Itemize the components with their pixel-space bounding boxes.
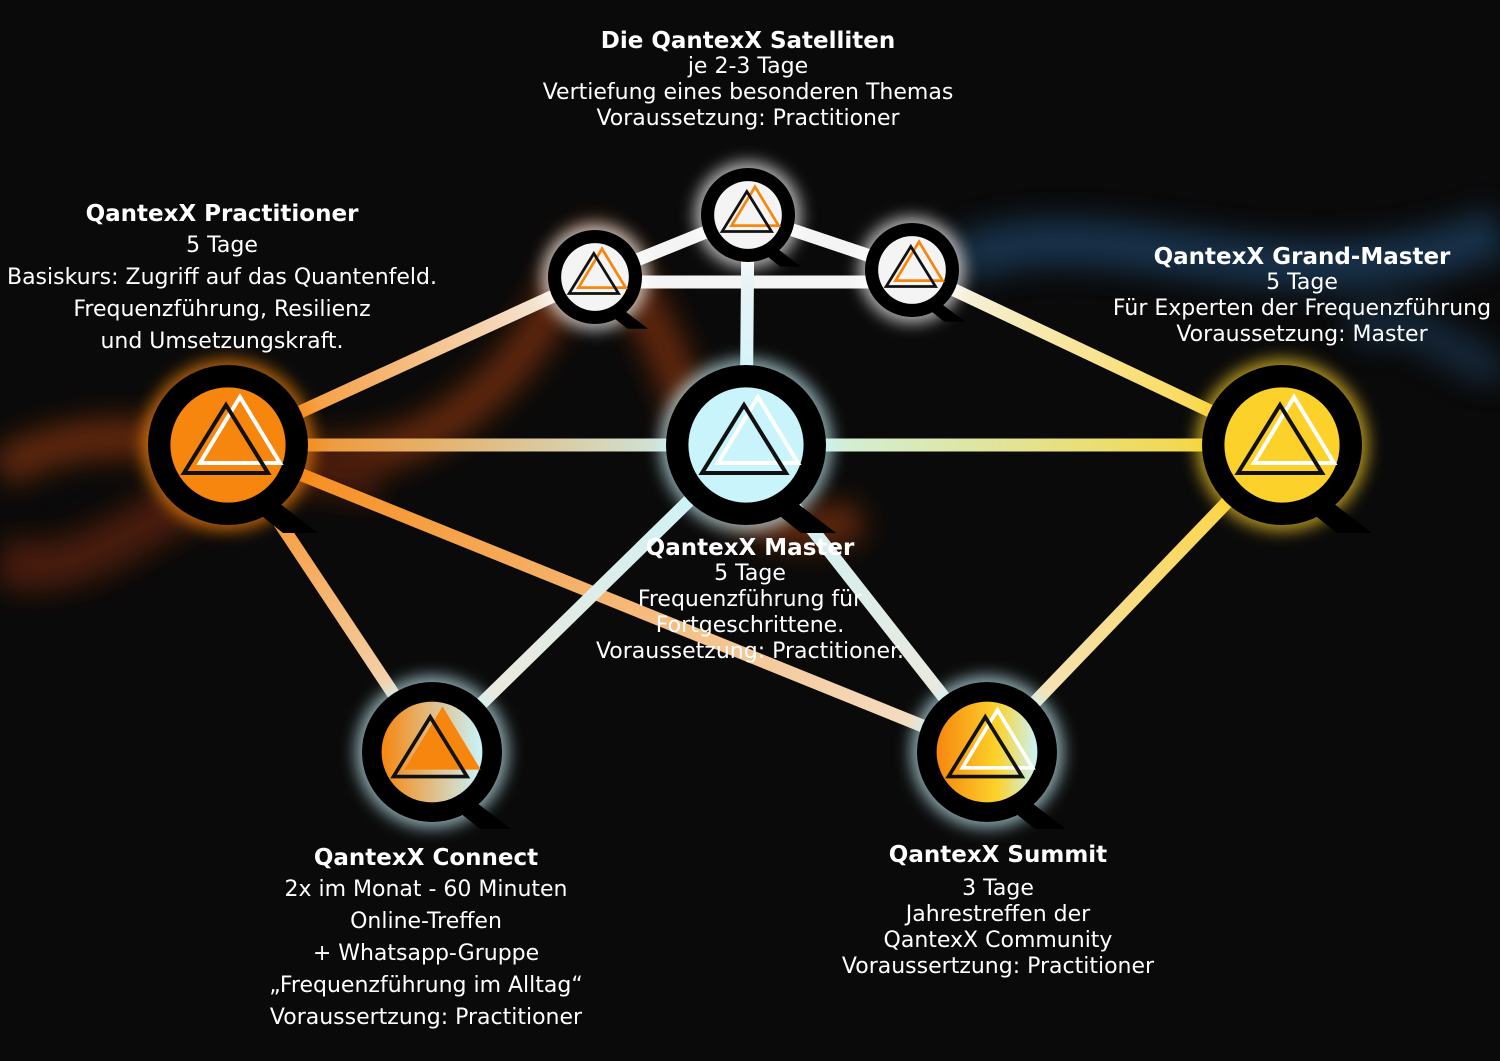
master-line: 5 Tage <box>714 561 786 586</box>
practitioner-line: Frequenzführung, Resilienz <box>73 297 371 322</box>
connect-line: Voraussertzung: Practitioner <box>269 1005 583 1030</box>
master-line: Fortgeschrittene. <box>655 613 845 638</box>
connect-line: Online-Treffen <box>350 909 502 934</box>
connect-line: 2x im Monat - 60 Minuten <box>284 877 568 902</box>
grand-master-title: QantexX Grand-Master <box>1153 244 1451 270</box>
triangle-icon <box>1234 401 1326 475</box>
master-label: QantexX Master 5 Tage Frequenzführung fü… <box>596 535 904 665</box>
grand-master-line: Voraussetzung: Master <box>1176 322 1428 347</box>
triangle-icon <box>945 713 1026 779</box>
satellites-title: Die QantexX Satelliten <box>600 28 896 54</box>
satellite-node <box>859 217 965 323</box>
connect-line: + Whatsapp-Gruppe <box>312 941 540 966</box>
satellites-line: Vertiefung eines besonderen Themas <box>542 80 954 105</box>
master-line: Frequenzführung für <box>637 587 863 612</box>
grand-master-line: 5 Tage <box>1266 270 1338 295</box>
practitioner-line: und Umsetzungskraft. <box>100 329 344 354</box>
connect-label: QantexX Connect 2x im Monat - 60 Minuten… <box>269 842 583 1034</box>
summit-line: Jahrestreffen der <box>905 902 1091 927</box>
satellites-label: Die QantexX Satelliten je 2-3 Tage Verti… <box>543 28 954 132</box>
practitioner-title: QantexX Practitioner <box>85 201 359 227</box>
triangle-icon <box>1250 393 1338 465</box>
triangle-icon <box>719 188 774 233</box>
grand-master-line: Für Experten der Frequenzführung <box>1112 296 1492 321</box>
triangle-icon <box>883 243 938 288</box>
triangle-icon <box>729 184 782 227</box>
connect-node <box>356 676 511 829</box>
triangle-icon <box>576 246 629 289</box>
satellites-line: Voraussetzung: Practitioner <box>596 106 900 131</box>
summit-title: QantexX Summit <box>888 842 1108 868</box>
connect-title: QantexX Connect <box>313 845 539 871</box>
triangle-icon <box>196 393 284 465</box>
triangle-icon <box>959 706 1036 770</box>
course-nodes <box>142 162 1372 829</box>
triangle-icon <box>698 401 790 475</box>
master-line: Voraussetzung: Practitioner. <box>595 639 905 664</box>
practitioner-line: Basiskurs: Zugriff auf das Quantenfeld. <box>6 265 438 290</box>
summit-line: 3 Tage <box>962 876 1034 901</box>
grand-master-node <box>1196 359 1372 533</box>
triangle-icon <box>714 393 802 465</box>
master-title: QantexX Master <box>645 535 855 561</box>
connect-line: „Frequenzführung im Alltag“ <box>269 973 583 998</box>
triangle-icon <box>390 713 471 779</box>
practitioner-node <box>142 359 318 533</box>
satellites-line: je 2-3 Tage <box>687 54 809 79</box>
summit-label: QantexX Summit 3 Tage Jahrestreffen der … <box>842 842 1154 980</box>
satellite-node <box>695 162 801 268</box>
summit-node <box>911 676 1066 829</box>
practitioner-line: 5 Tage <box>186 233 258 258</box>
connection-line <box>225 438 990 759</box>
master-node <box>660 359 836 533</box>
triangle-icon <box>566 250 621 295</box>
triangle-icon <box>180 401 272 475</box>
triangle-icon <box>893 239 946 282</box>
summit-line: Voraussertzung: Practitioner <box>841 954 1155 979</box>
grand-master-label: QantexX Grand-Master 5 Tage Für Experten… <box>1113 244 1491 348</box>
summit-line: QantexX Community <box>883 928 1113 953</box>
satellite-node <box>542 224 648 330</box>
practitioner-label: QantexX Practitioner 5 Tage Basiskurs: Z… <box>7 198 437 358</box>
